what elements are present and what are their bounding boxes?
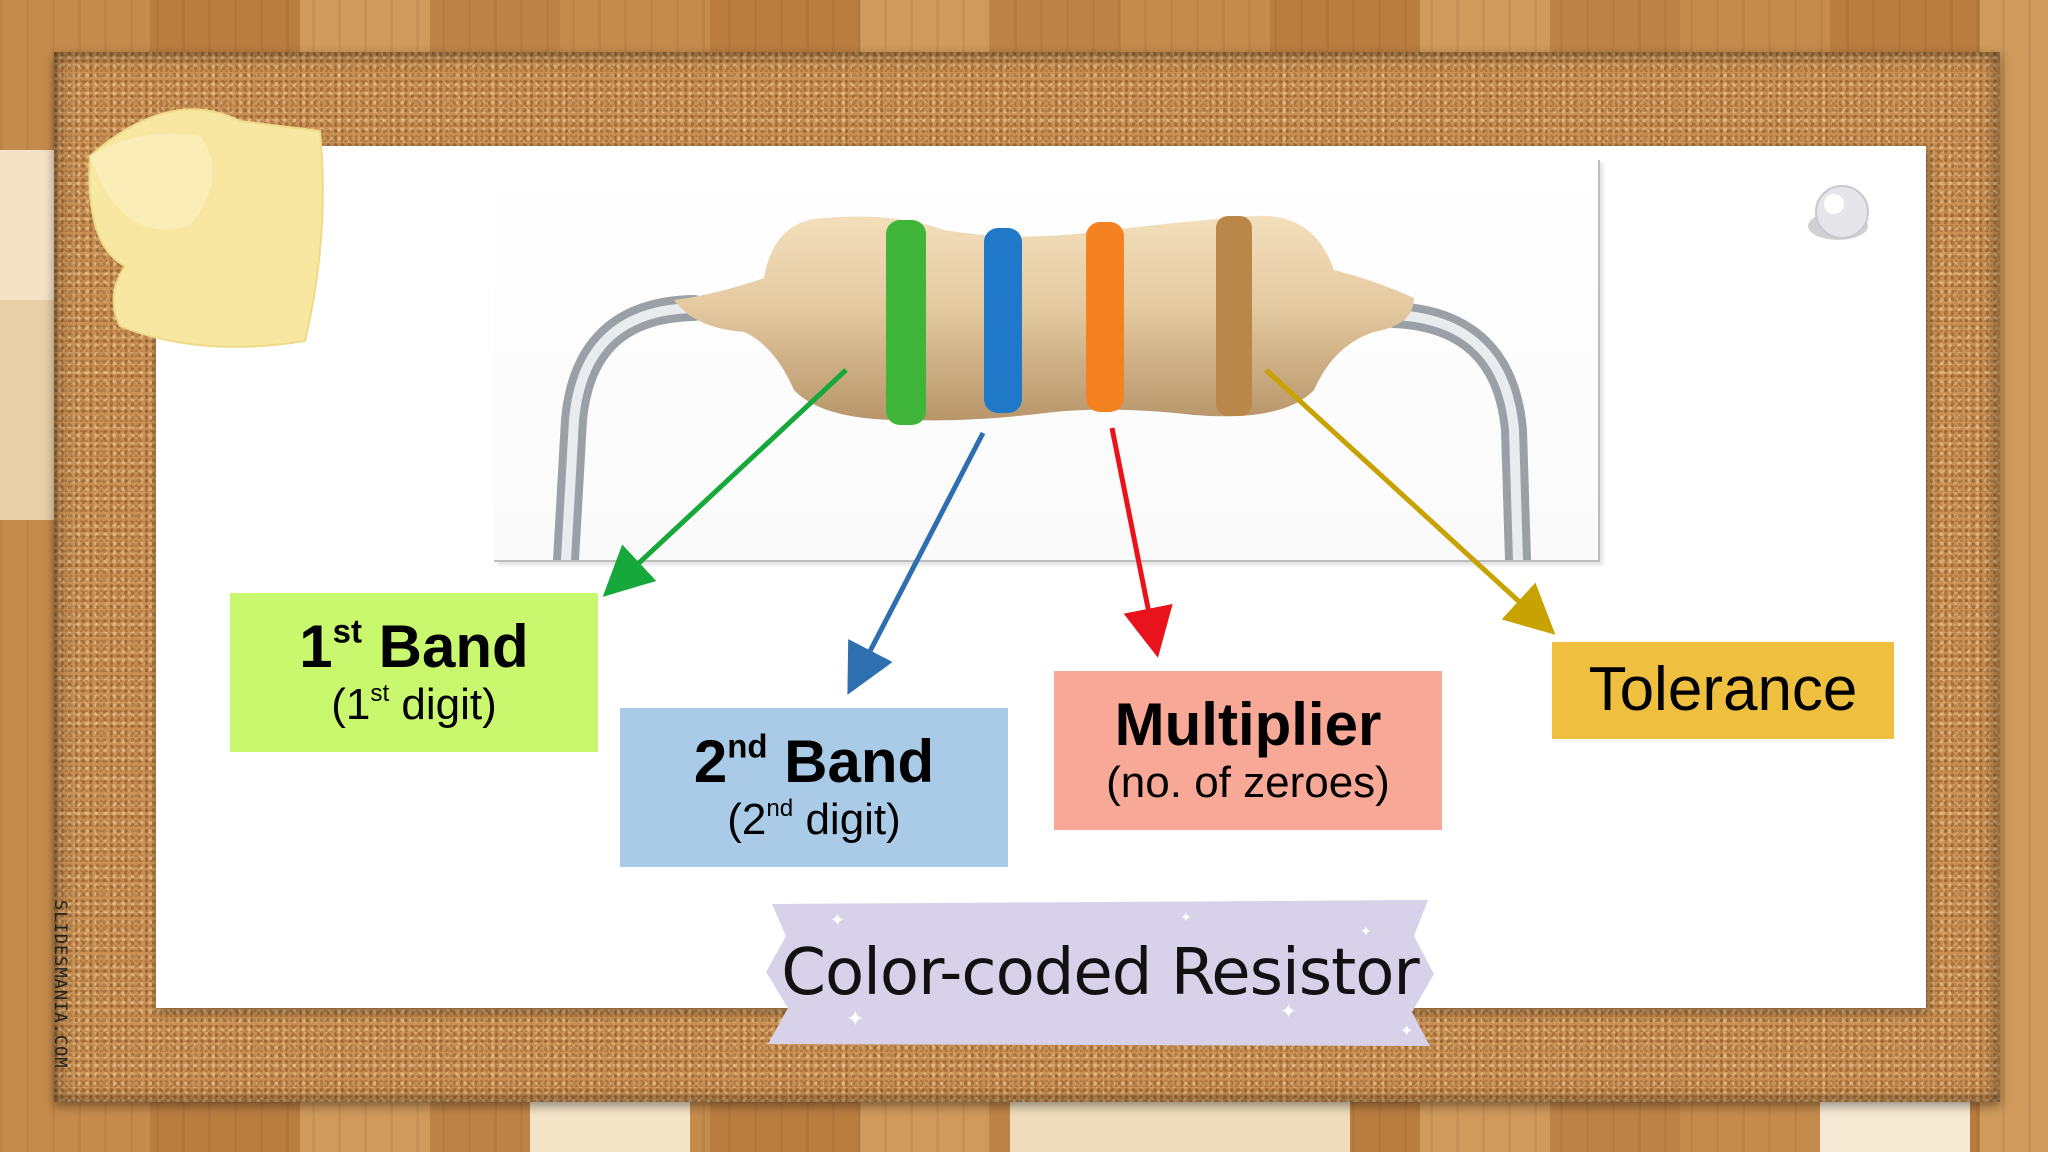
second-band-number: 2 bbox=[693, 728, 728, 796]
diagram-title: Color-coded Resistor bbox=[781, 936, 1419, 1010]
second-digit-suffix: nd bbox=[766, 795, 794, 823]
svg-text:✦: ✦ bbox=[1180, 910, 1192, 926]
first-band-suffix: st bbox=[332, 612, 363, 650]
first-digit-word: digit) bbox=[389, 680, 497, 730]
wood-strip bbox=[1010, 1100, 1350, 1152]
wood-strip bbox=[1820, 1100, 1970, 1152]
svg-text:✦: ✦ bbox=[1280, 999, 1297, 1023]
first-band-title: 1st Band bbox=[299, 614, 528, 680]
first-band-number: 1 bbox=[299, 613, 333, 681]
second-band-subtitle: (2nd digit) bbox=[727, 795, 901, 846]
first-digit-suffix: st bbox=[370, 680, 390, 708]
first-band-subtitle: (1st digit) bbox=[331, 680, 497, 731]
svg-text:✦: ✦ bbox=[1360, 924, 1372, 940]
sticky-note bbox=[88, 108, 324, 348]
band-2 bbox=[984, 228, 1022, 413]
push-pin-icon bbox=[1808, 185, 1869, 240]
second-digit-number: (2 bbox=[727, 795, 767, 845]
wood-strip bbox=[0, 150, 60, 300]
band-4 bbox=[1216, 216, 1252, 416]
washi-tape: ✦ ✦ ✦ ✦ ✦ ✦ bbox=[766, 900, 1434, 1046]
resistor-drawing bbox=[553, 215, 1531, 560]
second-band-suffix: nd bbox=[727, 727, 768, 765]
band-1 bbox=[886, 220, 926, 425]
svg-text:✦: ✦ bbox=[1400, 1021, 1413, 1040]
second-band-title: 2nd Band bbox=[694, 729, 934, 795]
credit-watermark: SLIDESMANIA.COM bbox=[48, 900, 78, 1080]
svg-text:✦: ✦ bbox=[830, 910, 845, 931]
first-digit-number: (1 bbox=[331, 680, 371, 730]
tolerance-label: Tolerance bbox=[1552, 642, 1894, 739]
multiplier-subtitle: (no. of zeroes) bbox=[1106, 758, 1390, 808]
wood-strip bbox=[530, 1100, 690, 1152]
credit-text: SLIDESMANIA.COM bbox=[50, 900, 70, 1069]
wood-strip bbox=[0, 300, 60, 520]
second-digit-word: digit) bbox=[793, 795, 901, 845]
resistor-image bbox=[494, 160, 1600, 562]
tolerance-title: Tolerance bbox=[1588, 655, 1858, 725]
first-band-label: 1st Band (1st digit) bbox=[230, 593, 598, 752]
svg-text:✦: ✦ bbox=[846, 1007, 864, 1032]
second-band-label: 2nd Band (2nd digit) bbox=[620, 708, 1008, 867]
second-band-word: Band bbox=[767, 728, 935, 796]
first-band-word: Band bbox=[362, 613, 529, 681]
multiplier-title: Multiplier bbox=[1114, 691, 1382, 759]
multiplier-label: Multiplier (no. of zeroes) bbox=[1054, 671, 1442, 830]
band-3 bbox=[1086, 222, 1124, 412]
